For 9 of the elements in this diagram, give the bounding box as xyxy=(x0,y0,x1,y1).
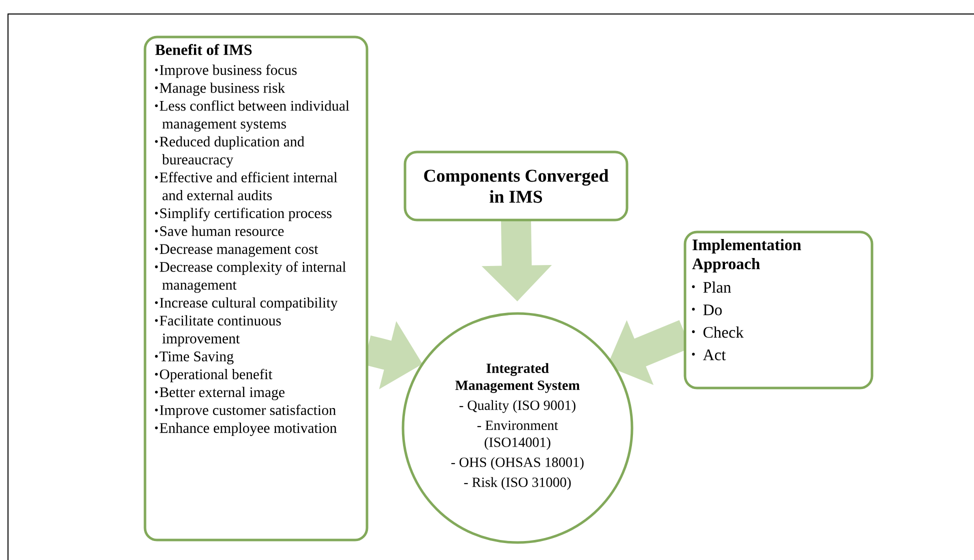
node-label: - OHS (OHSAS 18001) xyxy=(451,457,584,470)
rounded-box: Implementation Approach Plan Do Check Act xyxy=(684,230,874,390)
node-label: - Environment (ISO14001) xyxy=(477,420,558,450)
rounded-box: Components Converged in IMS xyxy=(404,150,628,222)
node-label: Integrated Management System xyxy=(455,363,580,393)
rounded-box: Benefit of IMS Improve business focus Manage business risk Less conflict between individual management systems Reduced duplication and bureaucracy Effective and efficient internal and external audits Simplify certification process Save human resource Decrease management cost Decrease complexity of internal management Increase cultural compatibility Facilitate continuous improvement Time Saving Operational benefit Better external image Improve customer satisfaction Enhance employee motivation xyxy=(144,36,368,542)
node-label: - Quality (ISO 9001) xyxy=(460,400,576,413)
node-label: - Risk (ISO 31000) xyxy=(464,477,571,490)
circle-node: Integrated Management System - Quality (ISO 9001) - Environment (ISO14001) - OHS (OHSAS 18001) - Risk (ISO 31000) xyxy=(402,312,634,544)
